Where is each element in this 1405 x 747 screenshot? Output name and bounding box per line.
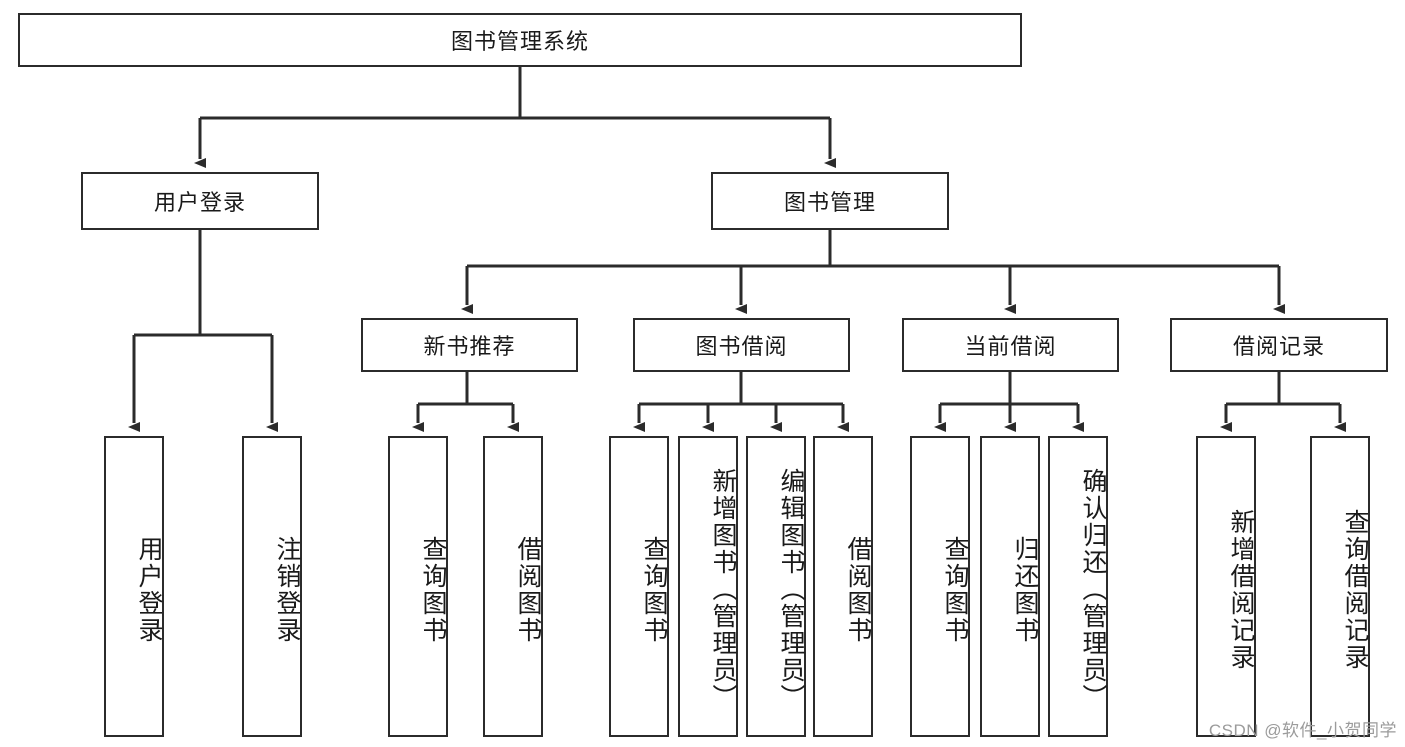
node-label: 查询图书 xyxy=(941,535,969,644)
node-leaf-user-login[interactable]: 用户登录 xyxy=(104,436,164,737)
node-label: 新增借阅记录 xyxy=(1227,508,1255,671)
node-label: 借阅记录 xyxy=(1232,334,1325,359)
node-leaf-return-book[interactable]: 归还图书 xyxy=(980,436,1040,737)
node-label: 编辑图书（管理员） xyxy=(777,468,805,711)
node-leaf-add-borrow-record[interactable]: 新增借阅记录 xyxy=(1196,436,1256,737)
node-label: 归还图书 xyxy=(1011,535,1039,644)
node-label: 借阅图书 xyxy=(844,535,872,644)
node-label: 图书管理 xyxy=(783,190,876,215)
node-leaf-borrow-book-2[interactable]: 借阅图书 xyxy=(813,436,873,737)
node-label: 确认归还（管理员） xyxy=(1079,468,1107,711)
node-borrow-records[interactable]: 借阅记录 xyxy=(1170,318,1388,372)
node-label: 查询借阅记录 xyxy=(1341,508,1369,671)
node-new-book-recommend[interactable]: 新书推荐 xyxy=(361,318,578,372)
node-book-management[interactable]: 图书管理 xyxy=(711,172,949,230)
node-label: 新书推荐 xyxy=(423,334,516,359)
node-label: 注销登录 xyxy=(273,535,301,644)
node-leaf-add-book-admin[interactable]: 新增图书（管理员） xyxy=(678,436,738,737)
node-label: 图书管理系统 xyxy=(450,29,589,54)
node-label: 查询图书 xyxy=(419,535,447,644)
csdn-watermark: CSDN @软件_小贺同学 xyxy=(1208,721,1397,740)
node-label: 当前借阅 xyxy=(964,334,1057,359)
node-root[interactable]: 图书管理系统 xyxy=(18,13,1022,67)
node-label: 图书借阅 xyxy=(695,334,788,359)
node-leaf-query-book-3[interactable]: 查询图书 xyxy=(910,436,970,737)
node-label: 新增图书（管理员） xyxy=(709,468,737,711)
node-current-borrow[interactable]: 当前借阅 xyxy=(902,318,1119,372)
node-leaf-borrow-book-1[interactable]: 借阅图书 xyxy=(483,436,543,737)
node-leaf-query-borrow-record[interactable]: 查询借阅记录 xyxy=(1310,436,1370,737)
node-user-login[interactable]: 用户登录 xyxy=(81,172,319,230)
node-label: 查询图书 xyxy=(640,535,668,644)
node-label: 借阅图书 xyxy=(514,535,542,644)
node-leaf-confirm-return-admin[interactable]: 确认归还（管理员） xyxy=(1048,436,1108,737)
node-leaf-edit-book-admin[interactable]: 编辑图书（管理员） xyxy=(746,436,806,737)
node-label: 用户登录 xyxy=(135,535,163,644)
node-book-borrow[interactable]: 图书借阅 xyxy=(633,318,850,372)
node-label: 用户登录 xyxy=(153,190,246,215)
node-leaf-query-book-2[interactable]: 查询图书 xyxy=(609,436,669,737)
node-leaf-query-book-1[interactable]: 查询图书 xyxy=(388,436,448,737)
node-leaf-logout[interactable]: 注销登录 xyxy=(242,436,302,737)
